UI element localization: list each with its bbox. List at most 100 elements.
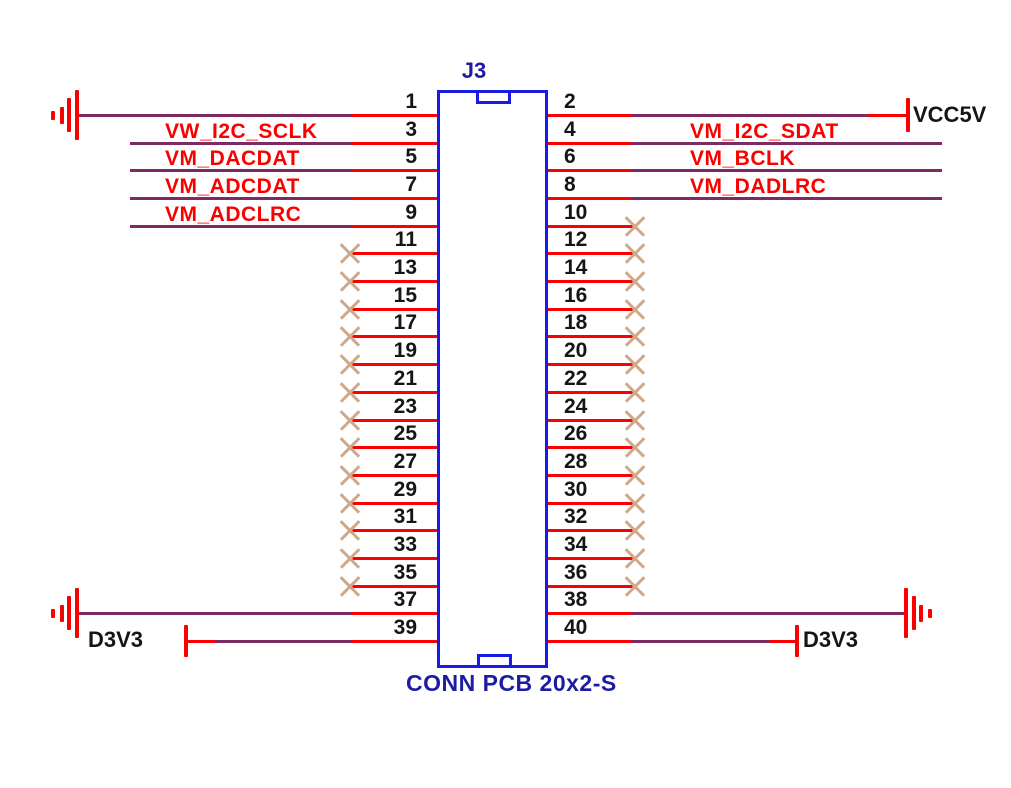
power-bars-icon	[919, 604, 923, 622]
pin-stub	[350, 197, 437, 200]
power-bars-icon	[60, 604, 64, 622]
pin-stub	[350, 252, 437, 255]
power-terminal-bar-icon	[184, 625, 188, 657]
net-label: VM_DACDAT	[165, 147, 300, 170]
pin-stub	[548, 529, 635, 532]
pin-number-label: 21	[393, 367, 417, 390]
net-wire	[632, 197, 942, 200]
pin-stub	[548, 391, 635, 394]
pin-stub	[548, 280, 635, 283]
no-connect-x-icon	[623, 380, 647, 404]
power-net-label: D3V3	[803, 627, 859, 652]
pin-number-label: 33	[393, 533, 417, 556]
net-wire	[632, 142, 942, 145]
designator-label: J3	[461, 58, 487, 83]
pin-number-label: 2	[564, 90, 576, 113]
pin-number-label: 30	[564, 478, 588, 501]
no-connect-x-icon	[623, 241, 647, 265]
pin-stub	[350, 308, 437, 311]
pin-stub	[548, 114, 635, 117]
pin-number-label: 4	[564, 118, 576, 141]
pin-stub	[548, 225, 635, 228]
pin-number-label: 24	[564, 395, 588, 418]
pin-number-label: 23	[393, 395, 417, 418]
pin-stub	[350, 114, 437, 117]
pin-number-label: 36	[564, 561, 588, 584]
net-wire	[632, 169, 942, 172]
net-label: VM_I2C_SDAT	[690, 120, 839, 143]
no-connect-x-icon	[623, 269, 647, 293]
pin-number-label: 13	[393, 256, 417, 279]
net-label: VM_BCLK	[690, 147, 796, 170]
pin-number-label: 3	[405, 118, 417, 141]
pin-number-label: 15	[393, 284, 417, 307]
pin-number-label: 38	[564, 588, 588, 611]
power-bars-icon	[75, 588, 79, 638]
no-connect-x-icon	[623, 352, 647, 376]
power-bars-icon	[912, 596, 916, 630]
pin-number-label: 6	[564, 145, 576, 168]
net-wire	[130, 169, 352, 172]
pin-number-label: 11	[394, 228, 417, 251]
pin-stub	[350, 612, 437, 615]
no-connect-x-icon	[623, 408, 647, 432]
net-wire	[216, 640, 352, 643]
power-bars-icon	[75, 90, 79, 140]
net-wire	[130, 142, 352, 145]
pin-stub	[548, 197, 635, 200]
power-net-label: VCC5V	[913, 102, 987, 127]
pin-number-label: 20	[564, 339, 588, 362]
power-bars-icon	[67, 98, 71, 132]
net-wire	[632, 640, 770, 643]
net-label: VM_ADCLRC	[165, 203, 302, 226]
net-wire	[78, 114, 352, 117]
pin-number-label: 37	[393, 588, 417, 611]
pin-stub	[548, 252, 635, 255]
terminal-stub	[868, 114, 908, 117]
pin-stub	[350, 640, 437, 643]
pin-stub	[548, 142, 635, 145]
connector-key-notch-top-icon	[476, 90, 511, 104]
net-wire	[632, 612, 904, 615]
pin-stub	[548, 308, 635, 311]
pin-number-label: 29	[393, 478, 417, 501]
pin-stub	[350, 585, 437, 588]
pin-number-label: 19	[393, 339, 417, 362]
pin-stub	[548, 169, 635, 172]
no-connect-x-icon	[623, 297, 647, 321]
pin-number-label: 8	[564, 173, 576, 196]
pin-stub	[350, 363, 437, 366]
net-label: VM_DADLRC	[690, 175, 827, 198]
pin-stub	[350, 557, 437, 560]
pin-number-label: 9	[405, 201, 417, 224]
pin-number-label: 28	[564, 450, 588, 473]
net-wire	[78, 612, 352, 615]
pin-stub	[548, 419, 635, 422]
power-bars-icon	[60, 106, 64, 124]
pin-stub	[350, 474, 437, 477]
pin-stub	[350, 335, 437, 338]
pin-number-label: 22	[564, 367, 588, 390]
part-number-label: CONN PCB 20x2-S	[406, 670, 617, 696]
no-connect-x-icon	[623, 214, 647, 238]
pin-number-label: 31	[393, 505, 417, 528]
pin-number-label: 26	[564, 422, 588, 445]
pin-stub	[548, 335, 635, 338]
no-connect-x-icon	[623, 546, 647, 570]
pin-stub	[548, 640, 635, 643]
pin-number-label: 25	[393, 422, 417, 445]
pin-number-label: 18	[564, 311, 588, 334]
pin-stub	[350, 502, 437, 505]
pin-stub	[548, 363, 635, 366]
pin-number-label: 14	[564, 256, 588, 279]
pin-stub	[350, 391, 437, 394]
pin-number-label: 35	[393, 561, 417, 584]
power-bars-icon	[51, 110, 55, 120]
power-net-label: D3V3	[88, 627, 144, 652]
pin-stub	[548, 585, 635, 588]
pin-stub	[350, 169, 437, 172]
pin-number-label: 27	[393, 450, 417, 473]
power-bars-icon	[67, 596, 71, 630]
power-bars-icon	[51, 608, 55, 618]
power-bars-icon	[904, 588, 908, 638]
